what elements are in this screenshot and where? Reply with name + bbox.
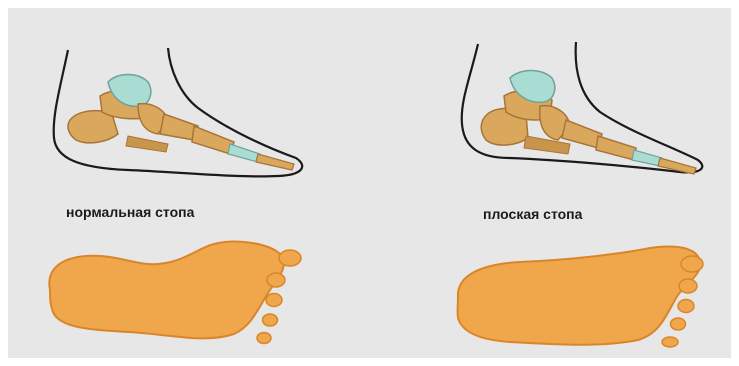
flat-foot-panel: плоская стопа	[380, 8, 731, 358]
normal-foot-caption: нормальная стопа	[66, 204, 194, 220]
flat-foot-caption: плоская стопа	[483, 206, 582, 222]
normal-foot-skeleton-icon	[8, 8, 368, 358]
illustration-frame: нормальная стопа	[8, 8, 731, 358]
normal-foot-panel: нормальная стопа	[8, 8, 368, 358]
normal-footprint-icon	[49, 242, 301, 344]
flat-foot-skeleton-icon	[380, 8, 731, 358]
flat-footprint-icon	[458, 247, 703, 347]
